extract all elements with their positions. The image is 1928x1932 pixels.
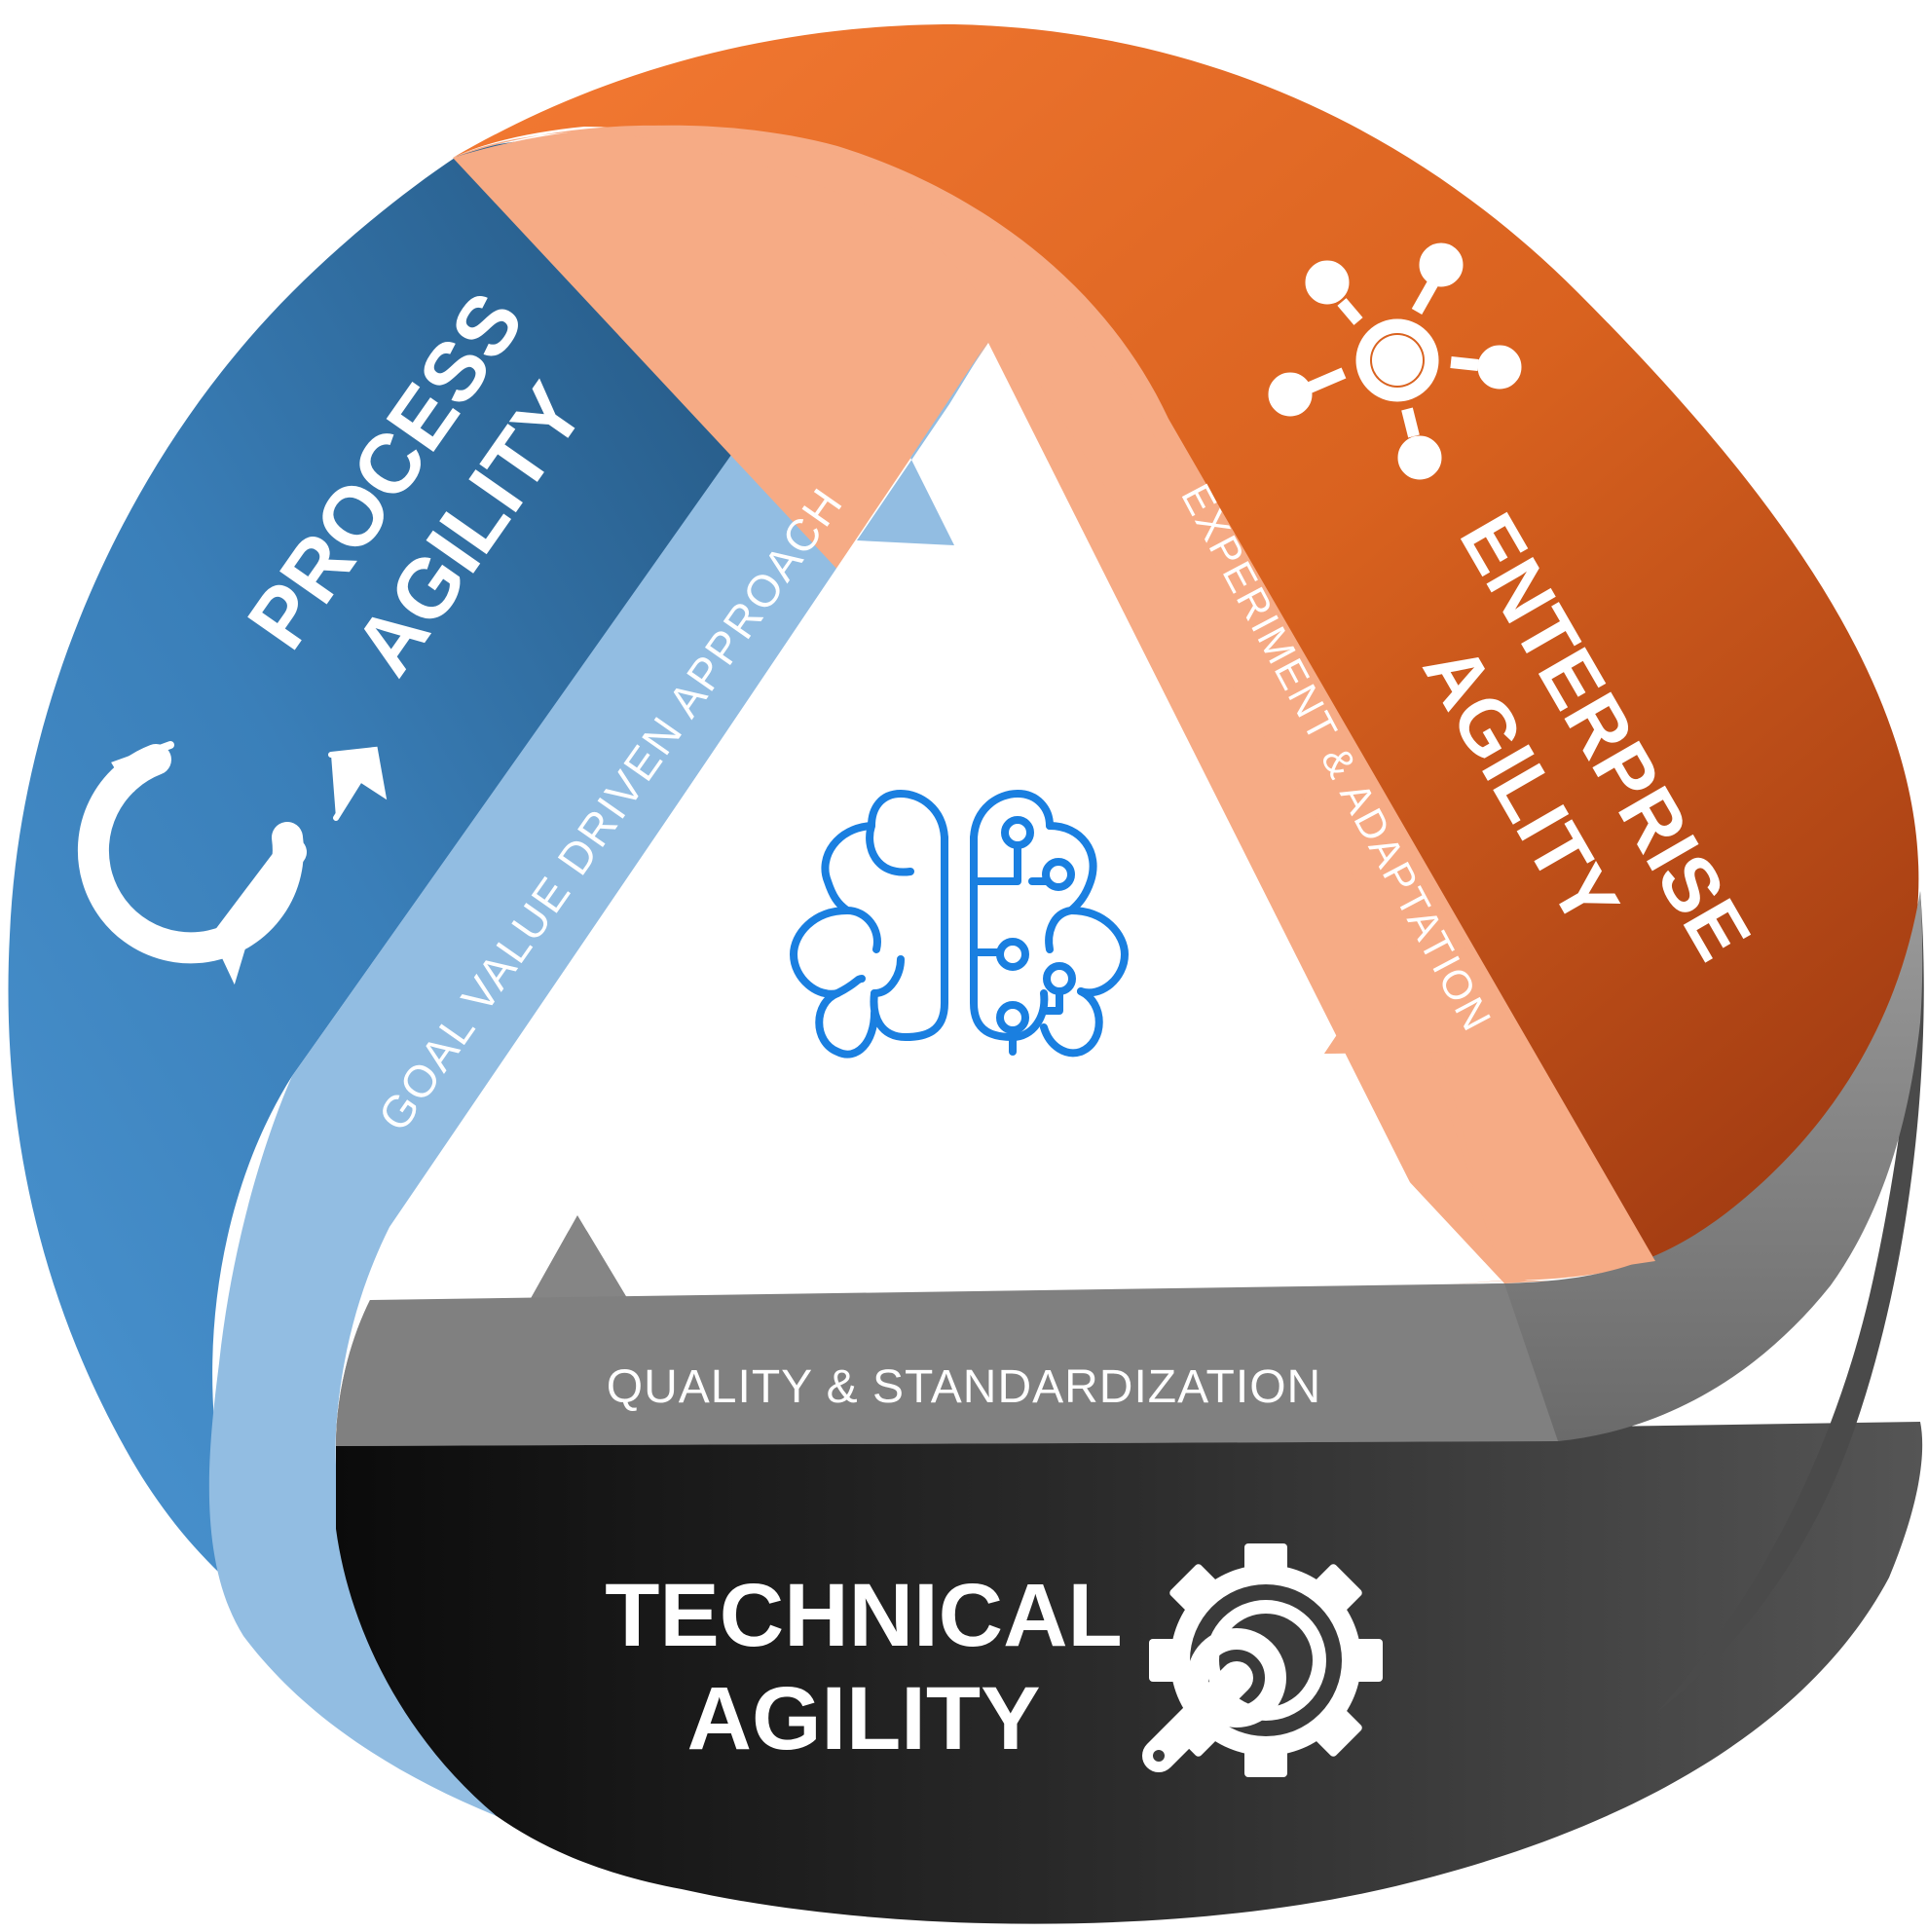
gear-wrench-icon	[1142, 1543, 1383, 1777]
enterprise-band-strip	[1037, 292, 1655, 1283]
technical-title-line1: TECHNICAL	[605, 1566, 1123, 1665]
technical-title-line2: AGILITY	[687, 1669, 1041, 1768]
process-segment	[8, 139, 896, 1646]
enterprise-segment	[453, 24, 1919, 1261]
process-band	[208, 222, 989, 1816]
technical-band-arrow	[529, 1215, 630, 1303]
network-hub-icon	[1268, 242, 1522, 480]
center-triangle-fill	[389, 343, 1431, 1232]
refresh-cycle-icon	[77, 741, 388, 985]
technical-band-text: QUALITY & STANDARDIZATION	[607, 1361, 1321, 1413]
technical-outer-edge	[1655, 891, 1924, 1714]
technical-band-strip	[336, 1283, 1558, 1446]
brain-circuit-icon	[790, 790, 1129, 1059]
process-band-arrow	[857, 341, 988, 545]
technical-segment	[336, 1422, 1923, 1924]
